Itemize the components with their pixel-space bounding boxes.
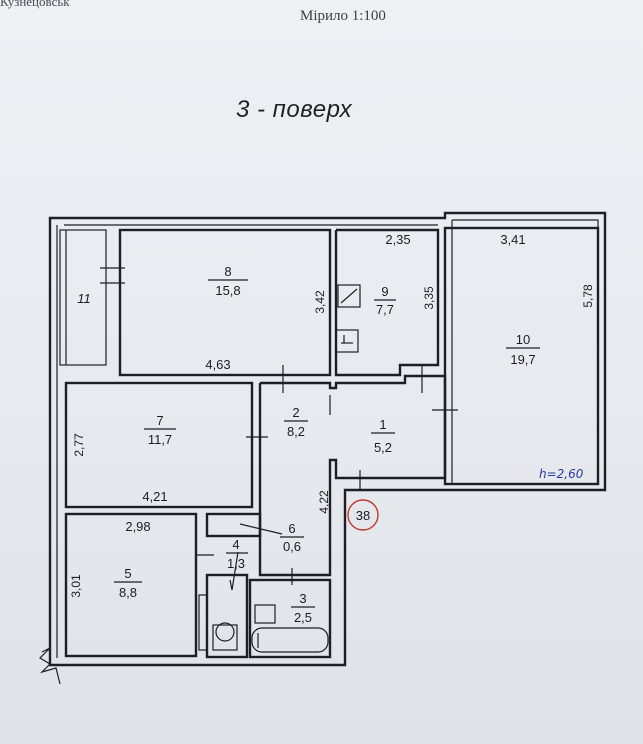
room-9-number: 9: [381, 284, 388, 299]
boiler-icon: [337, 284, 361, 308]
balcony-mark: 11: [77, 291, 91, 306]
room-labels: 8 15,8 9 7,7 10 19,7 7 11,7 2 8,2 1 5,2 …: [114, 264, 540, 625]
room-5-area: 8,8: [119, 585, 137, 600]
room-8-walls: [118, 228, 332, 377]
dim-578: 5,78: [581, 284, 595, 308]
room-3-walls: [248, 578, 332, 659]
balcony: [59, 229, 125, 366]
corridor-walls: [258, 374, 447, 577]
room-2-number: 2: [292, 405, 299, 420]
bathtub-icon: [251, 627, 329, 653]
dim-422: 4,22: [317, 490, 331, 514]
dim-341: 3,41: [500, 232, 525, 247]
door-marks: [196, 365, 458, 591]
washbasin-icon: [254, 604, 276, 624]
dimension-labels: 2,35 3,41 4,63 4,21 2,98 3,42 3,35 5,78 …: [69, 232, 595, 598]
room-6-area: 0,6: [283, 539, 301, 554]
room-6-number: 6: [288, 521, 295, 536]
room-10-area: 19,7: [510, 352, 535, 367]
radiator-icon: [198, 594, 208, 651]
room-7-number: 7: [156, 413, 163, 428]
stair-edge: [39, 647, 61, 685]
floor-title: 3 - поверх: [236, 96, 353, 123]
top-cut-text: Кузнецовськ: [0, 0, 70, 9]
fixtures: [198, 284, 361, 653]
ceiling-height-note: h=2,60: [539, 467, 584, 481]
dim-463: 4,63: [205, 357, 230, 372]
room-8-number: 8: [224, 264, 231, 279]
dim-235: 2,35: [385, 232, 410, 247]
annotations: 11 38 h=2,60: [77, 291, 584, 531]
dim-298: 2,98: [125, 519, 150, 534]
toilet-icon: [212, 624, 238, 651]
room-5-walls: [64, 512, 198, 658]
room-7-area: 11,7: [148, 432, 172, 447]
room-8-area: 15,8: [215, 283, 240, 298]
room-1-area: 5,2: [374, 440, 392, 455]
outer-walls: [48, 211, 607, 667]
dim-335: 3,35: [422, 286, 436, 310]
sink-icon: [335, 329, 359, 353]
room-9-area: 7,7: [376, 302, 394, 317]
room-9-walls: [334, 228, 440, 377]
apartment-number: 38: [356, 508, 370, 523]
room-5-number: 5: [124, 566, 131, 581]
room-2-area: 8,2: [287, 424, 305, 439]
room-4-area: 1,3: [227, 556, 245, 571]
room-3-number: 3: [299, 591, 306, 606]
room-7-walls: [64, 381, 254, 509]
room-3-area: 2,5: [294, 610, 312, 625]
apartment-number-circle: [347, 499, 379, 531]
dim-421: 4,21: [142, 489, 167, 504]
room-10-number: 10: [516, 332, 530, 347]
dim-342: 3,42: [313, 290, 327, 314]
room-4-number: 4: [232, 537, 239, 552]
scale-label: Мірило 1:100: [300, 8, 386, 24]
room-6-walls: [205, 512, 262, 538]
room-1-number: 1: [379, 417, 386, 432]
dim-277: 2,77: [72, 433, 86, 457]
dim-301: 3,01: [69, 574, 83, 598]
room-10-walls: [443, 226, 600, 486]
